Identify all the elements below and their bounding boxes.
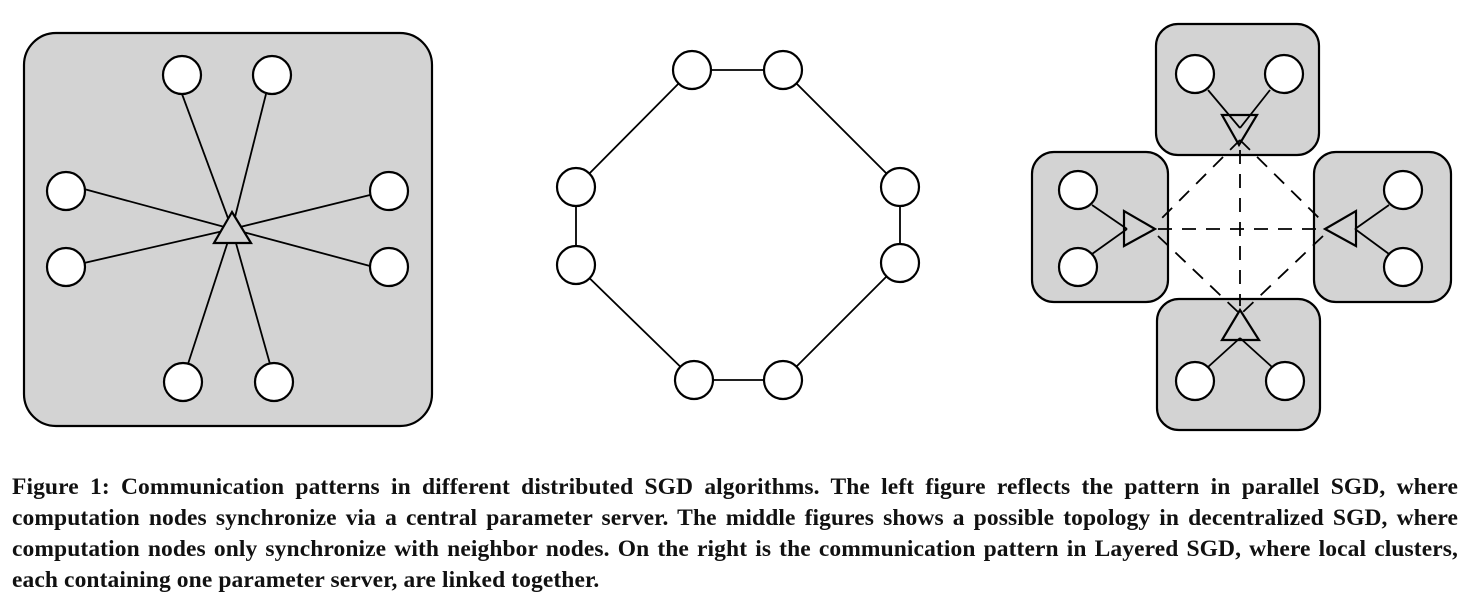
cluster-left bbox=[1030, 150, 1170, 304]
ring-edges bbox=[575, 69, 901, 381]
computation-node bbox=[879, 166, 921, 208]
parameter-server-triangle-icon bbox=[1122, 209, 1158, 248]
parameter-server-triangle-icon bbox=[1220, 307, 1261, 342]
caption-label: Figure 1: bbox=[12, 474, 110, 500]
cluster-box bbox=[1312, 150, 1453, 304]
computation-node bbox=[251, 54, 293, 96]
computation-node bbox=[555, 166, 597, 208]
cluster-bottom bbox=[1155, 297, 1322, 432]
computation-node bbox=[1057, 246, 1099, 288]
computation-node bbox=[368, 170, 410, 212]
cluster-box bbox=[1030, 150, 1170, 304]
left-edges bbox=[83, 93, 371, 365]
computation-node bbox=[161, 54, 203, 96]
left-panel-parallel-sgd bbox=[22, 31, 434, 428]
computation-node bbox=[1382, 246, 1424, 288]
computation-node bbox=[762, 359, 804, 401]
computation-node bbox=[879, 242, 921, 284]
computation-node bbox=[1174, 53, 1216, 95]
figure-1-diagram bbox=[22, 22, 1453, 432]
computation-node bbox=[673, 359, 715, 401]
computation-node bbox=[1174, 360, 1216, 402]
computation-node bbox=[162, 361, 204, 403]
caption-text: Communication patterns in different dist… bbox=[12, 474, 1458, 593]
middle-panel-decentralized-sgd bbox=[555, 49, 921, 401]
computation-node bbox=[1057, 169, 1099, 211]
computation-node bbox=[1263, 53, 1305, 95]
cluster-right bbox=[1312, 150, 1453, 304]
parameter-server-triangle-icon bbox=[212, 209, 253, 245]
parameter-server-triangle-icon bbox=[1220, 113, 1259, 148]
computation-node bbox=[1382, 169, 1424, 211]
computation-node bbox=[1264, 360, 1306, 402]
right-panel-layered-sgd bbox=[1030, 22, 1453, 432]
parameter-server-triangle-icon bbox=[1322, 209, 1358, 248]
computation-node bbox=[253, 361, 295, 403]
computation-node bbox=[762, 49, 804, 91]
computation-node bbox=[555, 244, 597, 286]
computation-node bbox=[45, 246, 87, 288]
cluster-top bbox=[1154, 22, 1321, 157]
server-links-dashed bbox=[1157, 139, 1324, 313]
computation-node bbox=[368, 246, 410, 288]
computation-node bbox=[45, 170, 87, 212]
figure-caption: Figure 1: Communication patterns in diff… bbox=[12, 472, 1458, 596]
computation-node bbox=[671, 49, 713, 91]
